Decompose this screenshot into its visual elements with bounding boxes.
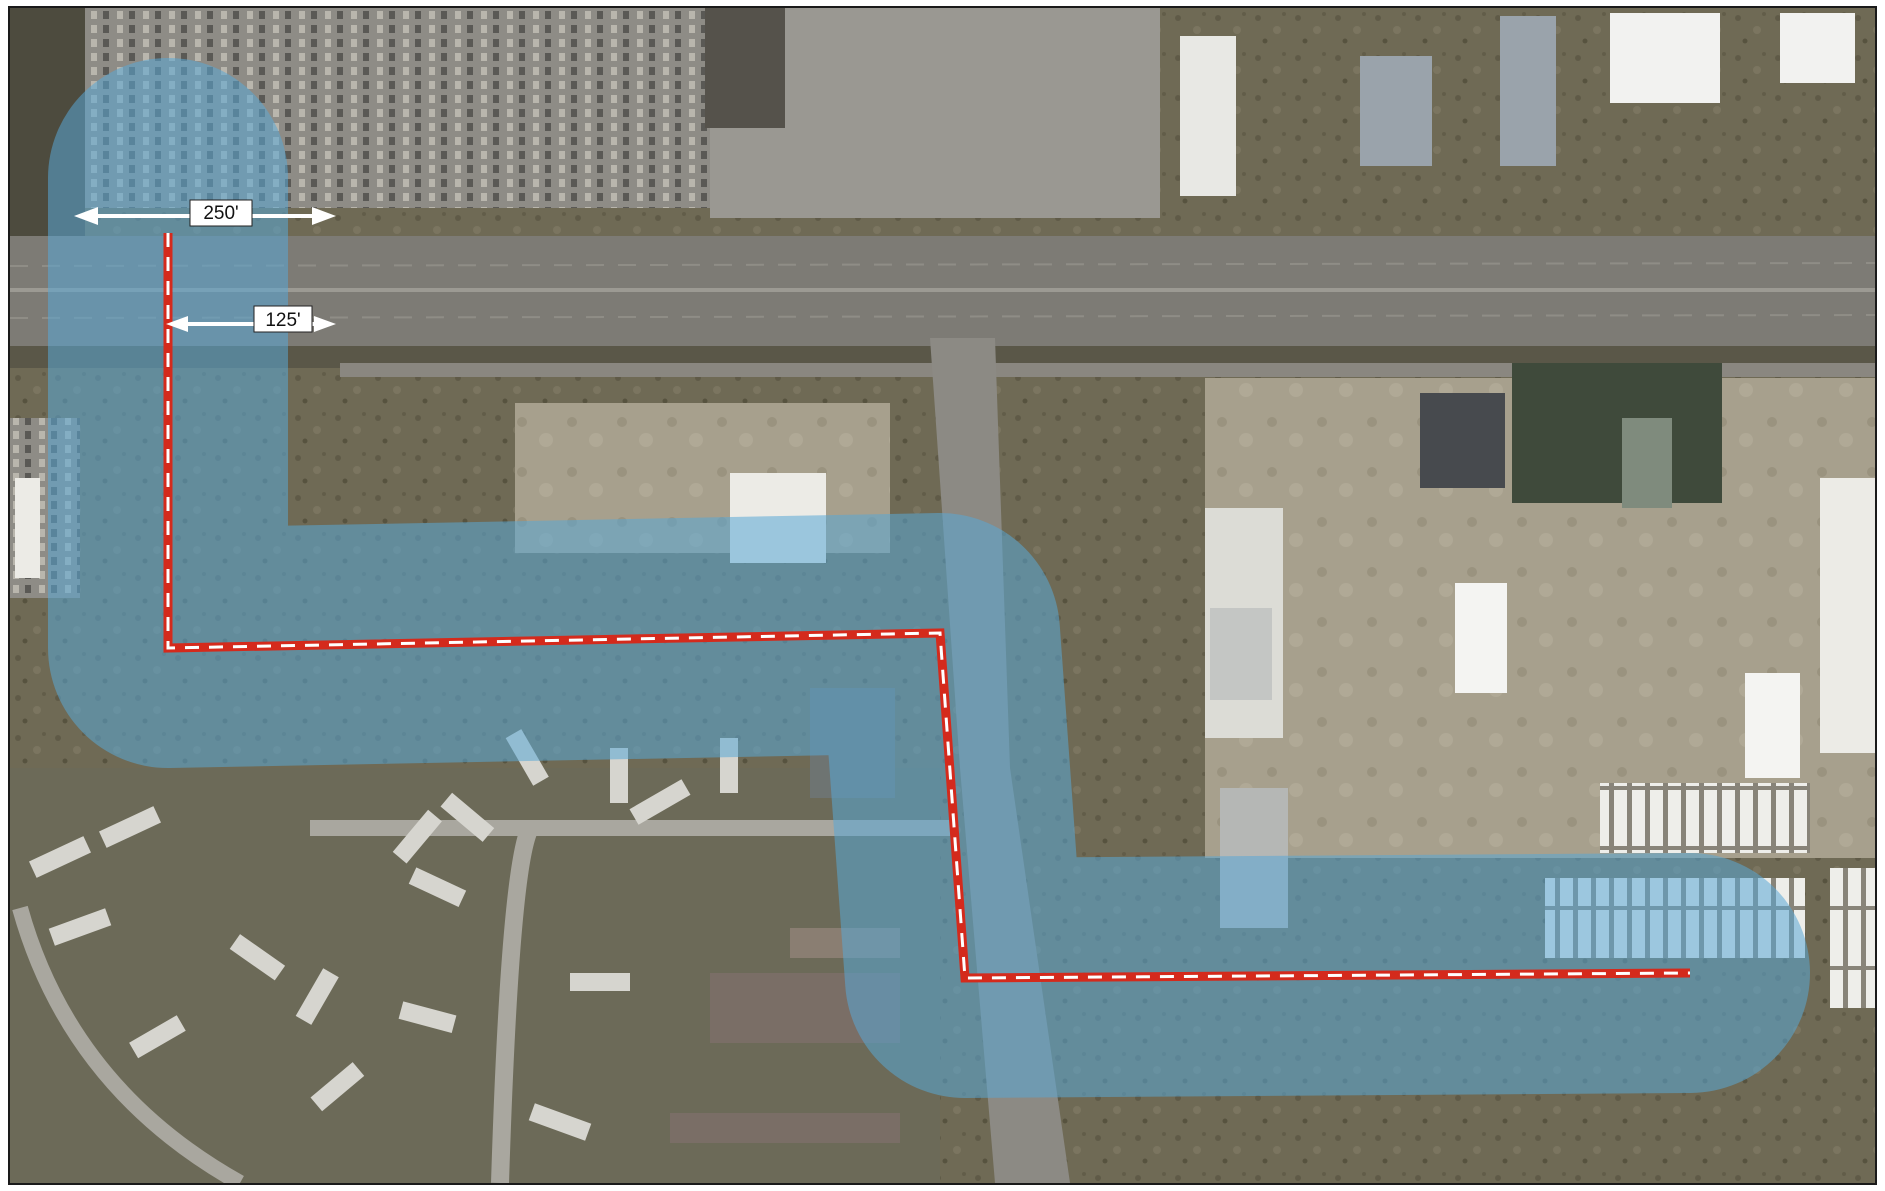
route-centerline [163, 233, 1691, 983]
arrowhead-right-icon [314, 316, 336, 332]
centerline-white-dash [166, 233, 1691, 980]
building-apartment-2 [670, 1113, 900, 1143]
building-industrial-1-roof [1210, 608, 1272, 700]
dimension-label-125: 125' [265, 310, 300, 331]
building-north-white-2 [1610, 13, 1720, 103]
building-industrial-east [1820, 478, 1875, 753]
arrowhead-right-icon [312, 207, 336, 225]
dimension-annotations: 250' 125' [74, 199, 336, 333]
dimension-250: 250' [74, 199, 336, 227]
residential-street-ns [491, 823, 539, 1183]
building-north-gray [1360, 56, 1432, 166]
dimension-label-250: 250' [203, 203, 238, 224]
trailer-yard-east [1830, 868, 1875, 1008]
building-industrial-dark [1420, 393, 1505, 488]
aerial-map: 250' 125' [10, 8, 1875, 1183]
arrowhead-left-icon [74, 207, 98, 225]
tree-stand-industrial [1512, 363, 1722, 503]
building-north-dark [705, 8, 785, 128]
building-industrial-2 [1455, 583, 1507, 693]
dimension-125: 125' [166, 305, 336, 333]
highway-median [10, 288, 1875, 292]
building-north-gray-2 [1500, 16, 1556, 166]
arrowhead-left-icon [166, 316, 188, 332]
building-industrial-3 [1745, 673, 1800, 778]
building-industrial-green [1622, 418, 1672, 508]
map-frame: 250' 125' [8, 6, 1877, 1185]
trailer-yard-north [1600, 783, 1810, 853]
building-north-white-3 [1780, 13, 1855, 83]
building-north-white [1180, 36, 1236, 196]
building-west-edge [15, 478, 40, 578]
frontage-road [340, 363, 1875, 377]
residential-street-curve [12, 905, 244, 1183]
